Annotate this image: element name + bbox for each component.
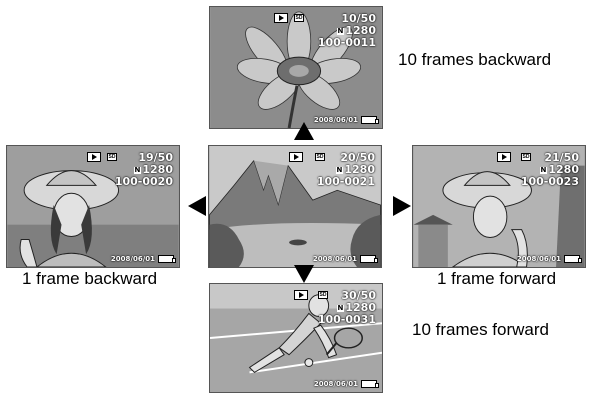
sd-card-icon: SD — [294, 14, 304, 22]
quality-badge: N — [335, 166, 344, 174]
quality-badge: N — [133, 166, 142, 174]
file-number: 100-0021 — [316, 175, 375, 188]
frame-counter: 20/50 — [340, 151, 375, 164]
sd-card-icon: SD — [315, 153, 325, 161]
battery-icon — [361, 116, 379, 124]
file-number: 100-0031 — [317, 313, 376, 326]
caption-left: 1 frame backward — [22, 269, 158, 288]
image-size-value: 1280 — [142, 163, 173, 176]
flower-photo — [210, 7, 382, 128]
arrow-up-icon — [294, 122, 314, 140]
capture-date: 2008/06/01 — [516, 255, 561, 263]
frame-counter: 10/50 — [341, 12, 376, 25]
sd-card-icon: SD — [107, 153, 117, 161]
quality-badge: N — [336, 27, 345, 35]
quality-badge: N — [336, 304, 345, 312]
capture-date: 2008/06/01 — [313, 116, 358, 124]
file-number: 100-0011 — [317, 36, 376, 49]
battery-icon — [361, 380, 379, 388]
file-number: 100-0023 — [520, 175, 579, 188]
capture-date: 2008/06/01 — [110, 255, 155, 263]
play-mode-icon — [294, 290, 308, 300]
play-mode-icon — [289, 152, 303, 162]
caption-bottom: 10 frames forward — [412, 320, 549, 339]
frame-counter: 30/50 — [341, 289, 376, 302]
battery-icon — [158, 255, 176, 263]
capture-date: 2008/06/01 — [313, 380, 358, 388]
image-size-value: 1280 — [345, 301, 376, 314]
arrow-down-icon — [294, 265, 314, 283]
tennis-photo — [210, 284, 382, 392]
sd-card-icon: SD — [521, 153, 531, 161]
caption-top: 10 frames backward — [398, 50, 552, 69]
battery-icon — [360, 255, 378, 263]
frame-counter: 21/50 — [544, 151, 579, 164]
arrow-left-icon — [188, 196, 206, 216]
portrait-pagoda-photo — [413, 146, 585, 267]
play-mode-icon — [274, 13, 288, 23]
play-mode-icon — [497, 152, 511, 162]
file-number: 100-0020 — [114, 175, 173, 188]
play-mode-icon — [87, 152, 101, 162]
frame-counter: 19/50 — [138, 151, 173, 164]
battery-icon — [564, 255, 582, 263]
image-size-value: 1280 — [344, 163, 375, 176]
image-size-value: 1280 — [345, 24, 376, 37]
capture-date: 2008/06/01 — [312, 255, 357, 263]
caption-right: 1 frame forward — [437, 269, 557, 288]
portrait-photo — [7, 146, 179, 267]
arrow-right-icon — [393, 196, 411, 216]
image-size-value: 1280 — [548, 163, 579, 176]
quality-badge: N — [539, 166, 548, 174]
landscape-photo — [209, 146, 381, 267]
sd-card-icon: SD — [318, 291, 328, 299]
